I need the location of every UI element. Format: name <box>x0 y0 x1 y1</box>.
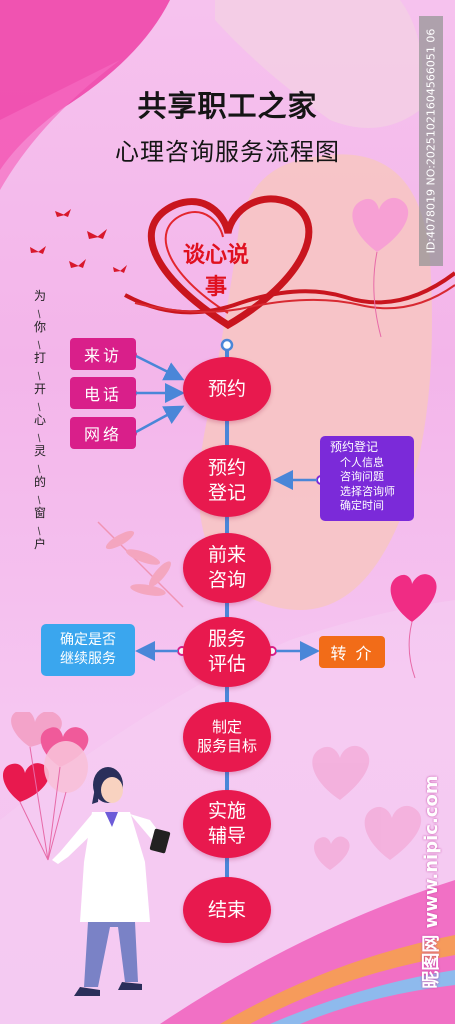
doctor-with-balloons-illustration <box>2 712 171 996</box>
option-referral: 转 介 <box>319 636 385 668</box>
balloon-top-icon <box>352 197 409 338</box>
side-char: 的 <box>33 475 46 489</box>
channel-online: 网络 <box>70 417 136 449</box>
step-reservation: 预约 <box>183 357 271 421</box>
title-sub: 心理咨询服务流程图 <box>115 138 340 166</box>
side-char: 户 <box>33 537 46 551</box>
step-end: 结束 <box>183 877 271 943</box>
balloon-right-icon <box>390 574 437 679</box>
watermark-id: ID:4078019 NO:20251021604566051 06 <box>419 16 443 266</box>
side-char: 窗 <box>33 506 46 520</box>
side-char: 开 <box>33 382 46 396</box>
registration-item: 个人信息 <box>340 455 384 469</box>
side-char: 心 <box>33 413 46 427</box>
channel-visit: 来访 <box>70 338 136 370</box>
heart-label: 谈心说事 <box>182 243 249 300</box>
side-char: 灵 <box>33 444 46 458</box>
step-visit-consult: 前来 咨询 <box>183 533 271 603</box>
step-counseling: 实施 辅导 <box>183 790 271 858</box>
registration-item: 确定时间 <box>340 499 384 512</box>
side-slogan: 为/ 你/ 打/ 开/ 心/ 灵/ 的/ 窗/ 户 <box>30 290 50 558</box>
step-evaluation: 服务 评估 <box>183 617 271 687</box>
registration-item: 咨询问题 <box>340 470 384 483</box>
step-registration: 预约 登记 <box>183 445 271 517</box>
registration-heading: 预约登记 <box>330 440 379 454</box>
registration-item: 选择咨询师 <box>340 484 395 498</box>
registration-info-box: 预约登记 个人信息 咨询问题 选择咨询师 确定时间 <box>320 436 414 521</box>
hearts-bg-icon <box>312 745 422 870</box>
side-char: 你 <box>33 320 46 334</box>
watermark-site: 昵图网 www.nipic.com <box>421 775 442 989</box>
heart-ribbon-icon <box>124 195 455 330</box>
channel-phone: 电话 <box>70 377 136 409</box>
option-continue-service: 确定是否 继续服务 <box>41 624 135 676</box>
title-main: 共享职工之家 <box>137 89 318 123</box>
birds-icon <box>30 209 127 273</box>
step-set-goals: 制定 服务目标 <box>183 702 271 772</box>
side-char: 为 <box>33 289 46 303</box>
side-char: 打 <box>33 351 46 365</box>
leaf-branch-icon <box>97 521 184 608</box>
